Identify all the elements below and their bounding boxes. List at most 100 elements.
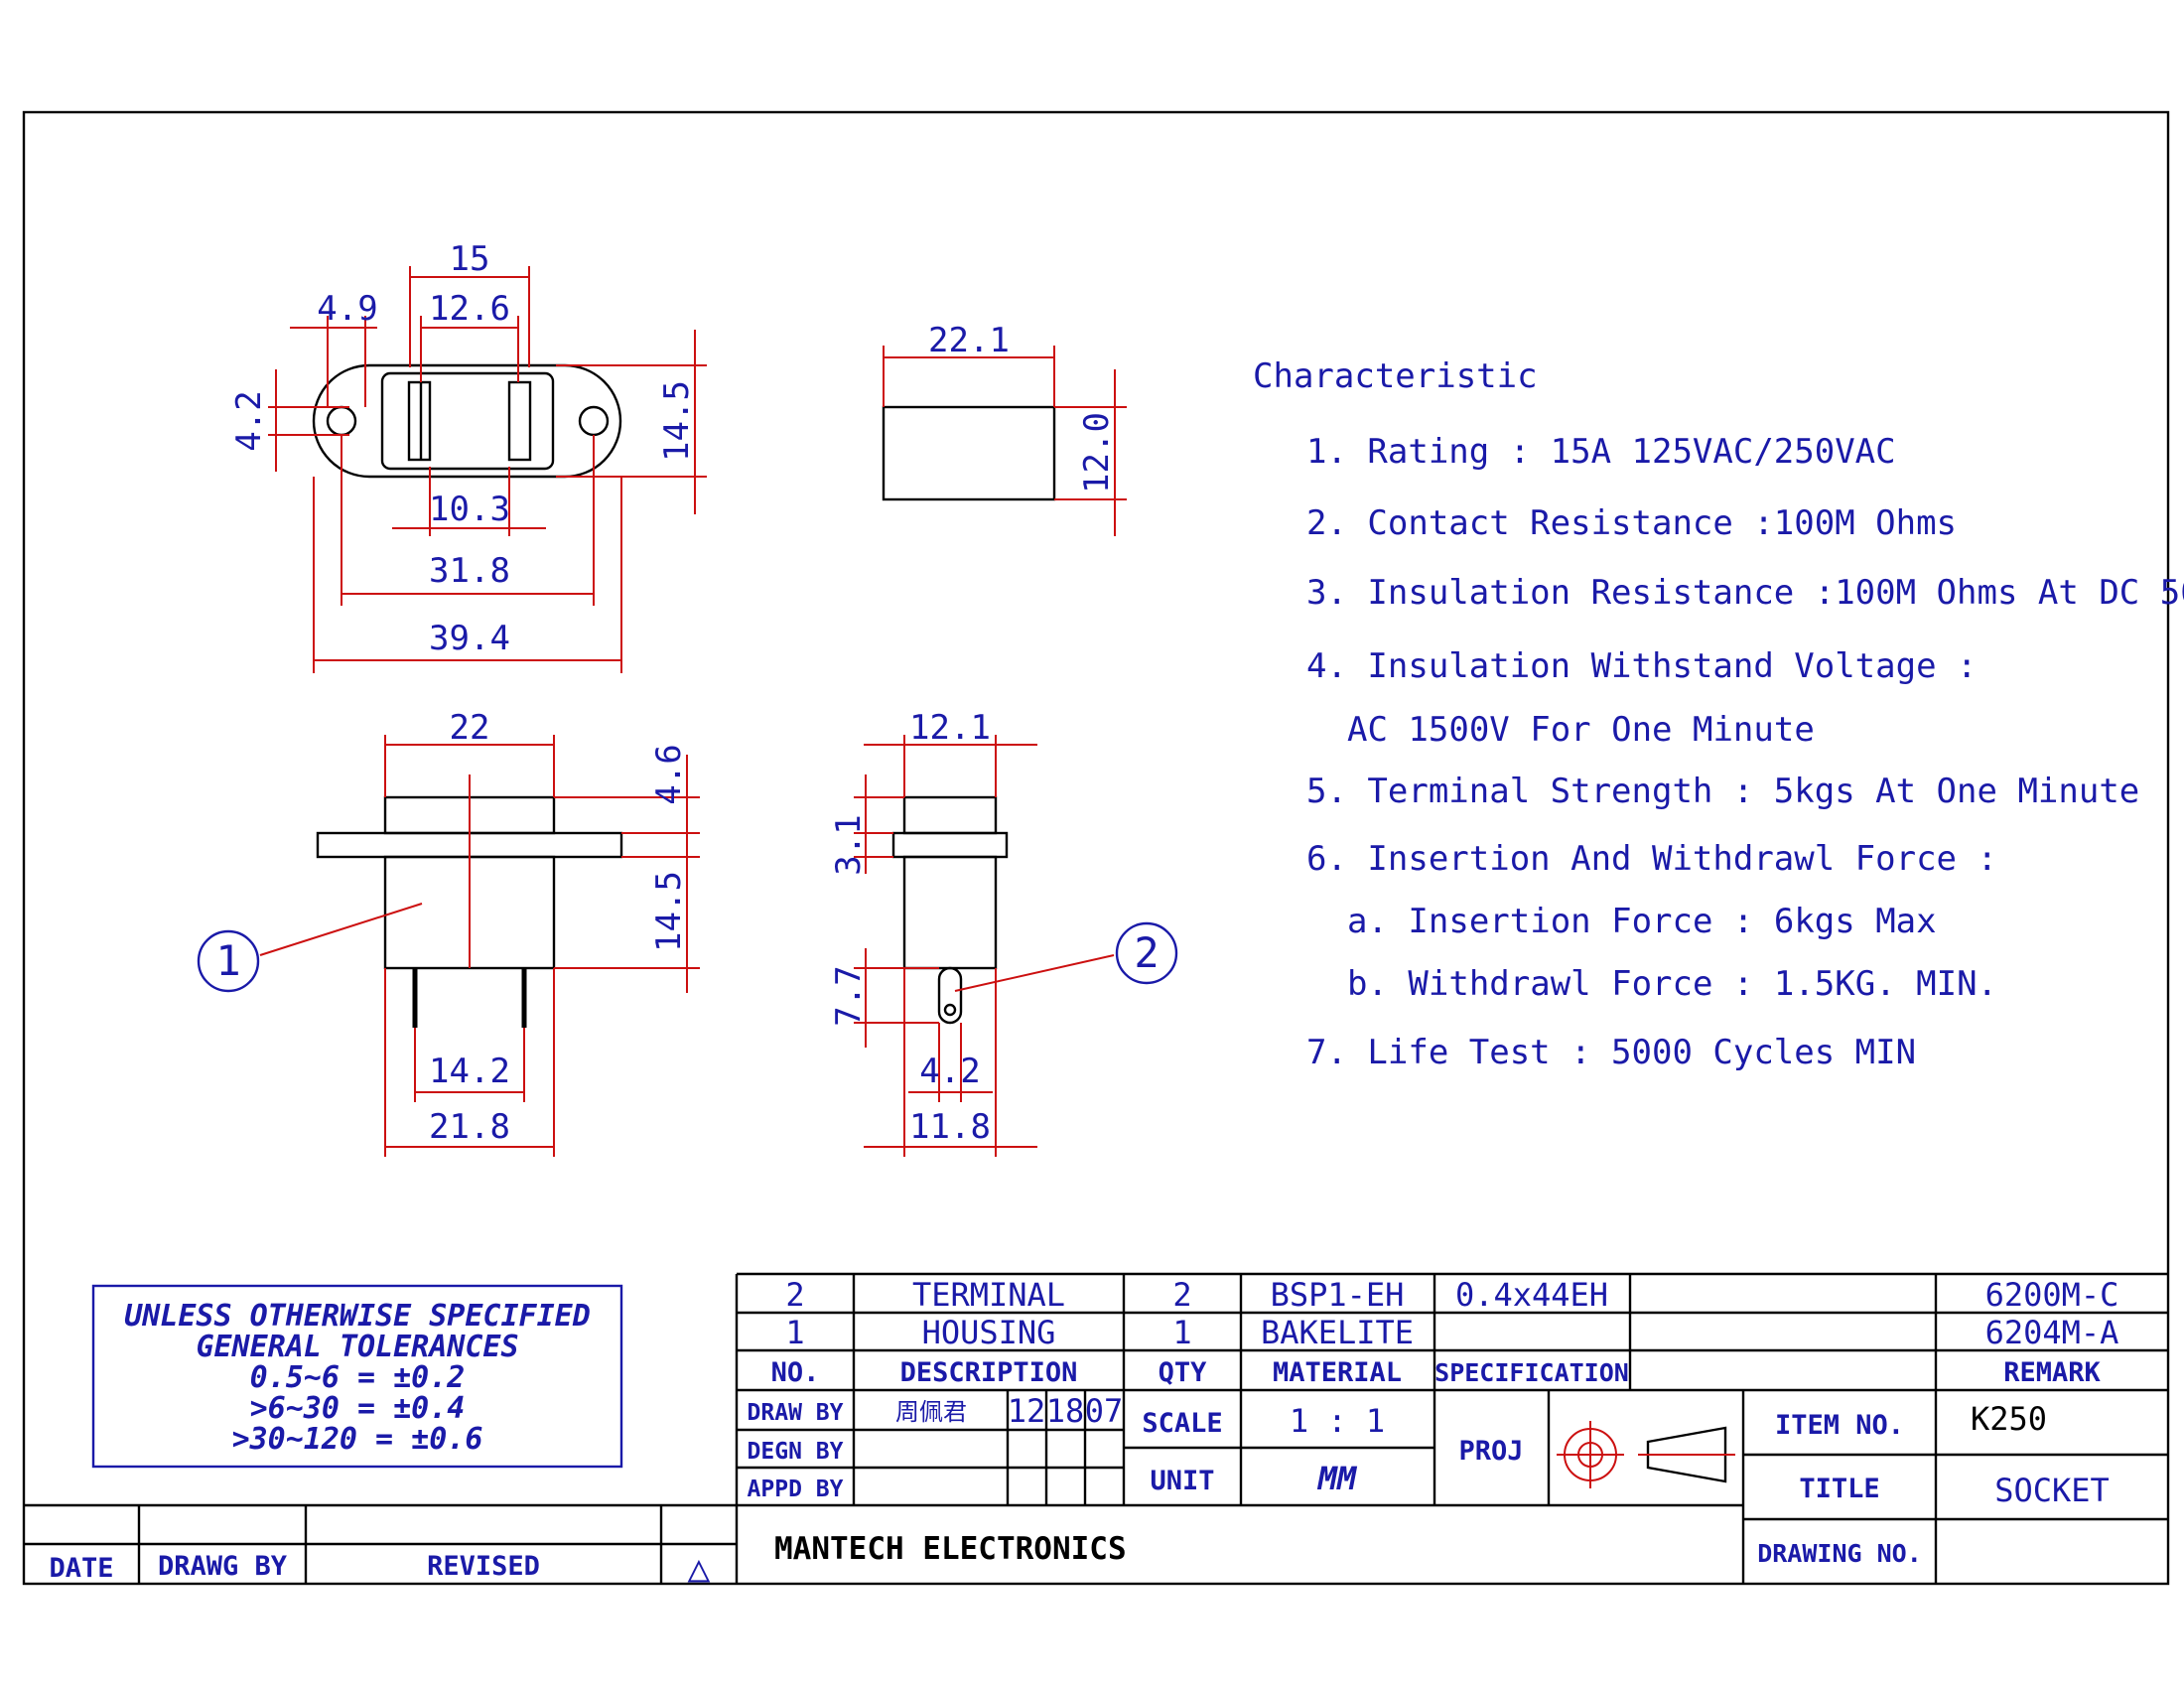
bom-header-no: NO.	[771, 1357, 820, 1388]
dim-top-10.3: 10.3	[429, 490, 510, 529]
unit-label: UNIT	[1150, 1466, 1214, 1496]
char-line-3: 3. Insulation Resistance :100M Ohms At D…	[1306, 573, 2184, 613]
bom-row2-qty: 1	[1172, 1314, 1191, 1351]
char-line-6b: b. Withdrawl Force : 1.5KG. MIN.	[1347, 964, 1997, 1004]
dim-top-4.2: 4.2	[229, 390, 269, 451]
tolerance-box: UNLESS OTHERWISE SPECIFIED GENERAL TOLER…	[91, 1284, 623, 1469]
company-name: MANTECH ELECTRONICS	[774, 1531, 1127, 1567]
title-block	[24, 1272, 2168, 1584]
title-value: SOCKET	[1994, 1472, 2110, 1509]
plate-outline	[312, 363, 622, 479]
rev-revised-label: REVISED	[427, 1551, 540, 1582]
char-line-1: 1. Rating : 15A 125VAC/250VAC	[1306, 432, 1896, 472]
draw-by-label: DRAW BY	[748, 1400, 844, 1426]
item-no-label: ITEM NO.	[1775, 1410, 1904, 1441]
dim-front-22: 22	[450, 708, 490, 748]
bom-header-remark: REMARK	[2003, 1357, 2101, 1388]
housing-top	[380, 371, 555, 471]
dim-top-39.4: 39.4	[429, 619, 510, 658]
end-body	[902, 855, 998, 970]
rev-delta-icon: △	[688, 1546, 711, 1590]
characteristic-block: Characteristic 1. Rating : 15A 125VAC/25…	[1253, 356, 2184, 1072]
degn-by-label: DEGN BY	[748, 1439, 844, 1465]
date-day: 12	[1008, 1392, 1046, 1430]
tolerance-frame	[91, 1284, 623, 1469]
end-view: 12.1 3.1 7.7 4.2 11.8 2	[829, 708, 1178, 1157]
title-label: TITLE	[1799, 1474, 1879, 1504]
tol-line-5: >30~120 = ±0.6	[232, 1422, 483, 1457]
drawing-no-label: DRAWING NO.	[1757, 1539, 1922, 1568]
dim-front-4.6: 4.6	[649, 744, 689, 804]
char-line-4: 4. Insulation Withstand Voltage :	[1306, 646, 1978, 686]
char-line-7: 7. Life Test : 5000 Cycles MIN	[1306, 1033, 1916, 1072]
rev-date-label: DATE	[49, 1553, 113, 1584]
balloon-1	[197, 929, 260, 993]
dim-front-14.2: 14.2	[429, 1052, 510, 1091]
char-line-5: 5. Terminal Strength : 5kgs At One Minut…	[1306, 772, 2139, 811]
char-line-6a: a. Insertion Force : 6kgs Max	[1347, 902, 1937, 941]
tol-line-3: 0.5~6 = ±0.2	[250, 1360, 466, 1395]
end-terminal	[937, 966, 963, 1025]
scale-label: SCALE	[1142, 1408, 1222, 1439]
top-view: 15 4.9 12.6 4.2 14.5 10.3 31.8 39.4	[229, 239, 707, 673]
dim-front-14.5: 14.5	[649, 871, 689, 952]
dim-end-12.1: 12.1	[909, 708, 991, 748]
projection-symbol-icon	[1557, 1421, 1735, 1488]
characteristic-heading: Characteristic	[1253, 356, 1538, 396]
dim-side-12.0: 12.0	[1077, 412, 1117, 493]
side-view: 22.1 12.0	[882, 321, 1127, 536]
appd-by-label: APPD BY	[748, 1477, 844, 1502]
bom-row2-no: 1	[785, 1314, 804, 1351]
char-line-6: 6. Insertion And Withdrawl Force :	[1306, 839, 1997, 879]
bom-header-specification: SPECIFICATION	[1434, 1358, 1629, 1387]
draw-by-name: 周佩君	[895, 1398, 967, 1426]
bom-header-description: DESCRIPTION	[900, 1357, 1078, 1388]
side-body	[882, 405, 1056, 501]
end-flange	[891, 831, 1009, 859]
date-year: 07	[1085, 1392, 1124, 1430]
dim-top-12.6: 12.6	[429, 289, 510, 329]
dim-top-31.8: 31.8	[429, 551, 510, 591]
tol-line-4: >6~30 = ±0.4	[250, 1391, 466, 1426]
tol-line-1: UNLESS OTHERWISE SPECIFIED	[124, 1299, 591, 1334]
unit-value: MM	[1317, 1460, 1358, 1497]
dim-end-7.7: 7.7	[829, 965, 869, 1026]
dim-top-15: 15	[450, 239, 490, 279]
dim-end-11.8: 11.8	[909, 1107, 991, 1147]
dim-end-4.2: 4.2	[919, 1052, 980, 1091]
tol-line-2: GENERAL TOLERANCES	[196, 1330, 518, 1364]
mounting-hole-right	[578, 405, 610, 437]
char-line-2: 2. Contact Resistance :100M Ohms	[1306, 503, 1957, 543]
bom-row2-description: HOUSING	[922, 1314, 1056, 1351]
dim-top-14.5: 14.5	[657, 380, 697, 462]
bom-header-qty: QTY	[1159, 1357, 1208, 1388]
dim-side-22.1: 22.1	[928, 321, 1010, 360]
dim-top-4.9: 4.9	[317, 289, 377, 329]
bom-row1-qty: 2	[1172, 1276, 1191, 1314]
bom-row1-no: 2	[785, 1276, 804, 1314]
bom-row2-remark: 6204M-A	[1985, 1314, 2119, 1351]
bom-row1-specification: 0.4x44EH	[1455, 1276, 1608, 1314]
item-no-value: K250	[1971, 1400, 2047, 1438]
dim-front-21.8: 21.8	[429, 1107, 510, 1147]
terminal-slot-left	[407, 380, 432, 462]
terminal-slot-right	[507, 380, 532, 462]
bom-row1-description: TERMINAL	[912, 1276, 1065, 1314]
balloon-2	[1115, 921, 1178, 985]
char-line-4b: AC 1500V For One Minute	[1347, 710, 1815, 750]
proj-label: PROJ	[1458, 1436, 1523, 1467]
bom-row1-remark: 6200M-C	[1985, 1276, 2119, 1314]
bom-row1-material: BSP1-EH	[1271, 1276, 1405, 1314]
date-month: 18	[1046, 1392, 1085, 1430]
top-view-dim-lines	[268, 266, 707, 673]
dim-end-3.1: 3.1	[829, 814, 869, 875]
end-cap	[902, 795, 998, 835]
balloon-1-label: 1	[215, 936, 240, 985]
mounting-hole-left	[326, 405, 357, 437]
bom-header-material: MATERIAL	[1273, 1357, 1402, 1388]
rev-drawg-by-label: DRAWG BY	[158, 1551, 288, 1582]
front-view: 22 4.6 14.5 14.2 21.8 1	[197, 708, 700, 1157]
bom-row2-material: BAKELITE	[1261, 1314, 1414, 1351]
balloon-2-label: 2	[1134, 928, 1159, 977]
